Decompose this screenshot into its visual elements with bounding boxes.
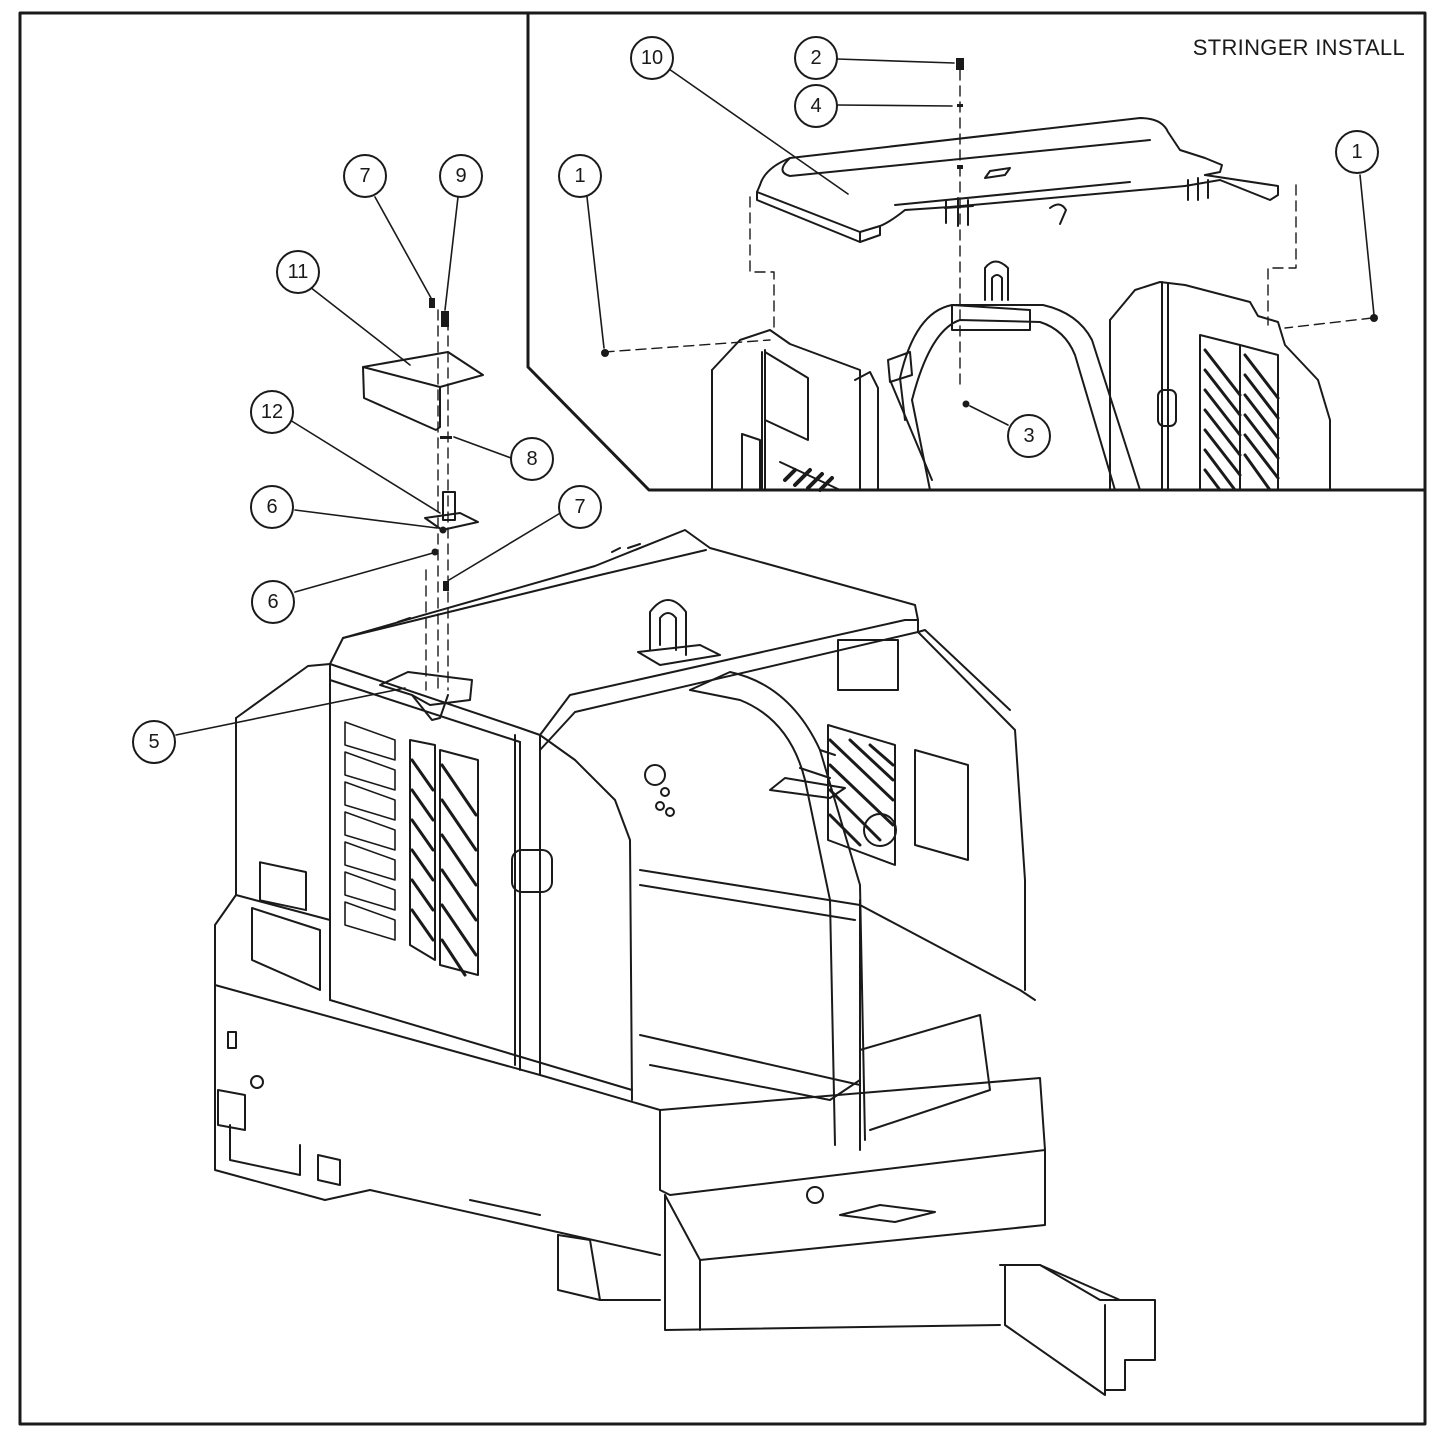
- callout-label: 7: [359, 165, 370, 187]
- inset-right-vents: [1203, 348, 1280, 492]
- callout-label: 3: [1023, 425, 1034, 447]
- callout-label: 10: [641, 47, 663, 69]
- inset-title: STRINGER INSTALL: [1193, 35, 1405, 60]
- outer-border: [18, 11, 1427, 1426]
- callout-label: 5: [148, 731, 159, 753]
- inset-explode-lines: [603, 69, 1373, 386]
- inset-leader-lines: [586, 58, 1375, 426]
- inset-border: [526, 11, 1427, 492]
- inset-left-vents: [783, 468, 834, 492]
- inset-left-side-panel: [711, 329, 933, 491]
- inset-drawing: [586, 58, 1378, 492]
- callout-label: 2: [810, 47, 821, 69]
- callout-bubbles: [132, 36, 1379, 764]
- callout-label: 11: [288, 261, 309, 283]
- callout-label: 4: [810, 95, 821, 117]
- enclosure-assembly: [214, 529, 1156, 1396]
- callout-label: 8: [526, 448, 537, 470]
- callout-label: 6: [267, 591, 278, 613]
- callout-label: 9: [455, 165, 466, 187]
- callout-label: 12: [261, 401, 283, 423]
- inset-right-side-panel: [1109, 281, 1331, 491]
- cover-exploded-parts: [362, 298, 484, 691]
- callout-label: 6: [266, 496, 277, 518]
- callout-label: 1: [1351, 141, 1362, 163]
- main-leader-lines: [175, 196, 563, 736]
- inset-fasteners: [601, 58, 1378, 408]
- callout-label: 1: [574, 165, 585, 187]
- stringer-part: [756, 117, 1279, 243]
- callout-label: 7: [574, 496, 585, 518]
- inset-roll-bar: [887, 260, 1141, 491]
